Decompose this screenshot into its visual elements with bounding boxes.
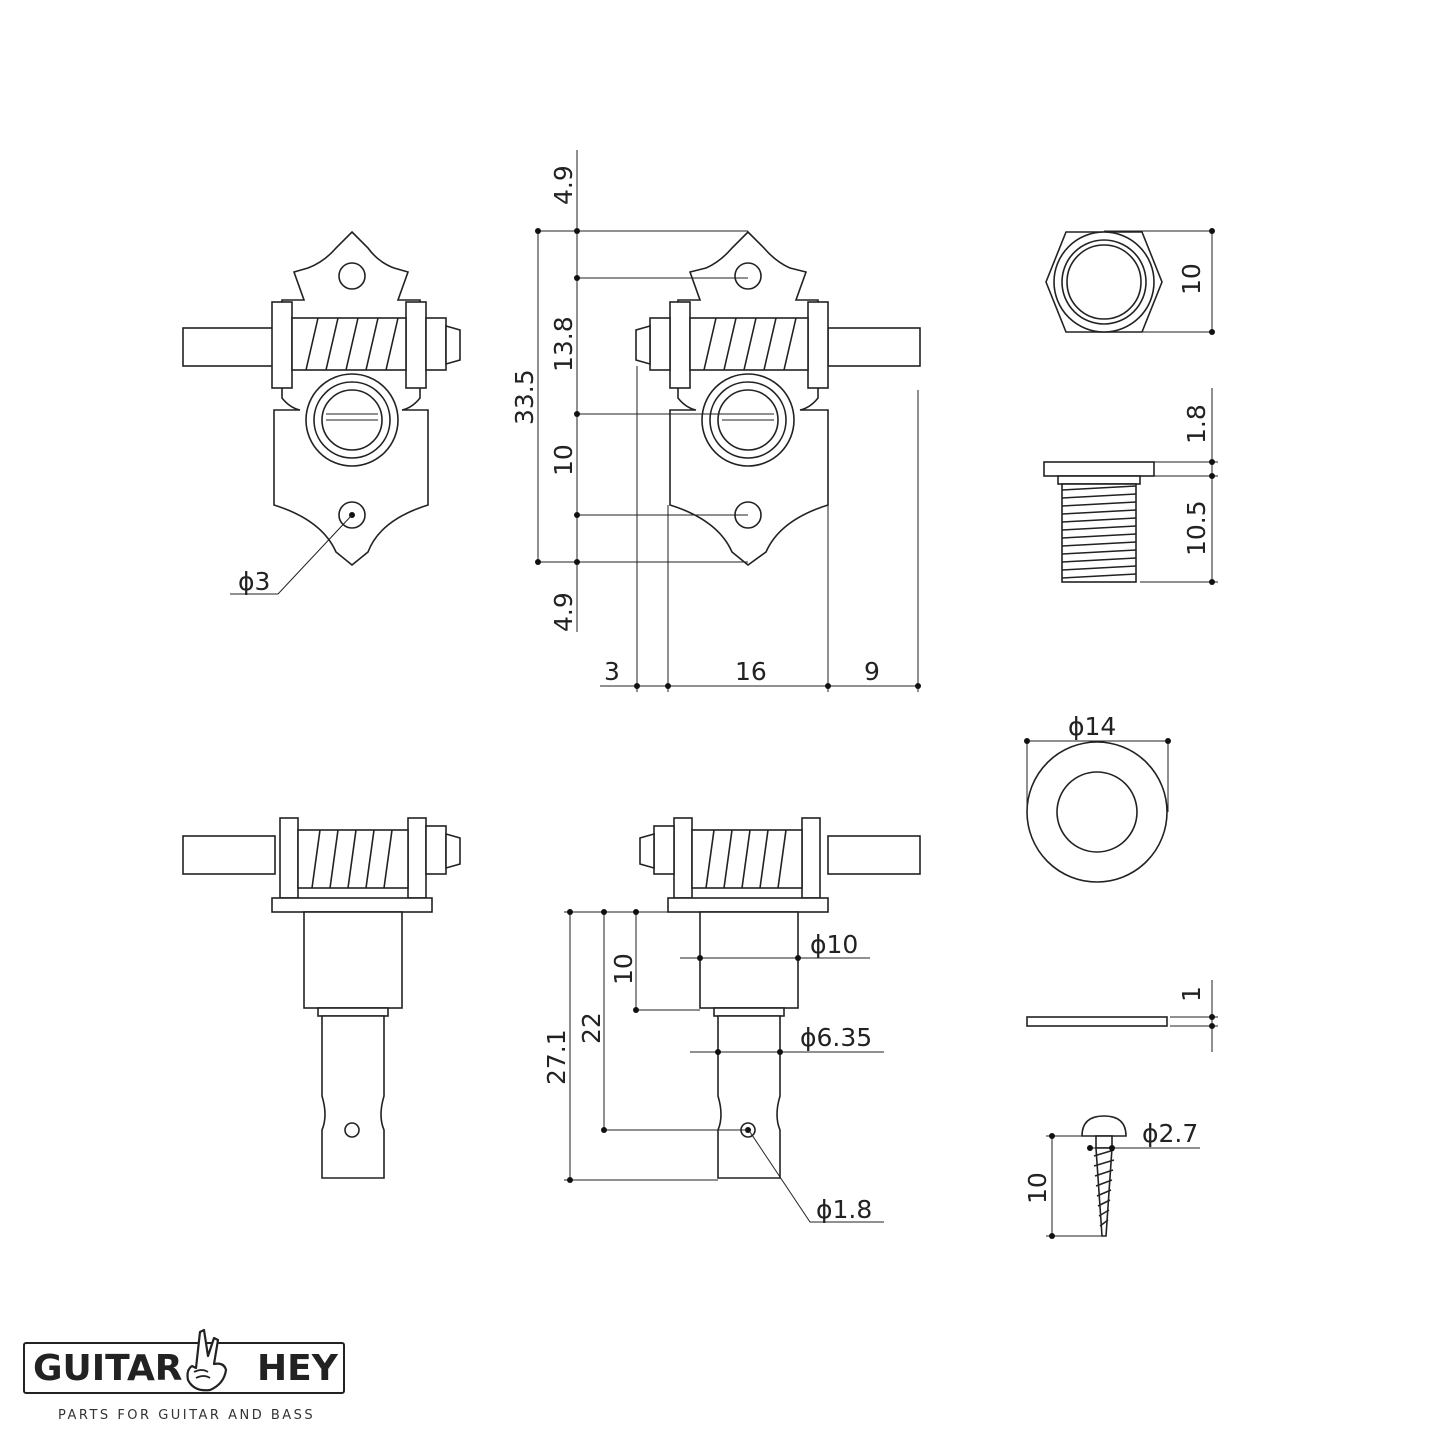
dim-screw-head-dia: ϕ2.7: [1142, 1119, 1198, 1148]
washer: [1024, 738, 1218, 1052]
dim-upper-hole-to-post: 13.8: [549, 316, 578, 372]
brand-word-right: HEY: [257, 1348, 338, 1389]
dim-string-hole-dia: ϕ1.8: [816, 1195, 872, 1224]
dim-washer-thickness: 1: [1177, 986, 1206, 1002]
dim-post-dia-lower: ϕ6.35: [800, 1023, 872, 1052]
brand-word-left: GUITAR: [33, 1348, 183, 1389]
dim-bushing-flange: 1.8: [1182, 404, 1211, 444]
dim-post-length-total: 27.1: [542, 1029, 571, 1085]
dim-total-height: 33.5: [510, 369, 539, 425]
dim-post-upper: 10: [609, 953, 638, 985]
hex-nut: [1045, 228, 1215, 335]
dimension-lines-front: [535, 150, 921, 692]
dim-post-dia-upper: ϕ10: [810, 930, 858, 959]
tuner-front-view-left: [182, 230, 461, 595]
brand-tagline: PARTS FOR GUITAR AND BASS: [58, 1408, 316, 1423]
bushing: [1043, 388, 1218, 585]
dim-front-hole-dia: ϕ3: [238, 567, 270, 596]
wood-screw: [1046, 1115, 1200, 1239]
dim-bushing-length: 10.5: [1182, 500, 1211, 556]
rock-hand-icon: [186, 1328, 228, 1392]
dim-screw-length: 10: [1023, 1172, 1052, 1204]
dim-washer-dia: ϕ14: [1068, 712, 1116, 741]
brand-logo: GUITAR HEY: [23, 1342, 345, 1394]
tuner-side-view-left: [182, 817, 461, 1179]
tuner-side-view-center: [639, 817, 921, 1179]
dimension-lines-side: [564, 909, 884, 1223]
dim-bottom-margin: 4.9: [549, 592, 578, 632]
dim-nut-height: 10: [1177, 263, 1206, 295]
dim-shaft-length: 9: [864, 657, 880, 686]
dim-post-to-hole: 22: [577, 1012, 606, 1044]
dim-post-to-lower-hole: 10: [549, 444, 578, 476]
dim-left-offset: 3: [604, 657, 620, 686]
dim-plate-width: 16: [735, 657, 767, 686]
dim-top-margin: 4.9: [549, 165, 578, 205]
tuner-front-view-center: [635, 230, 921, 567]
